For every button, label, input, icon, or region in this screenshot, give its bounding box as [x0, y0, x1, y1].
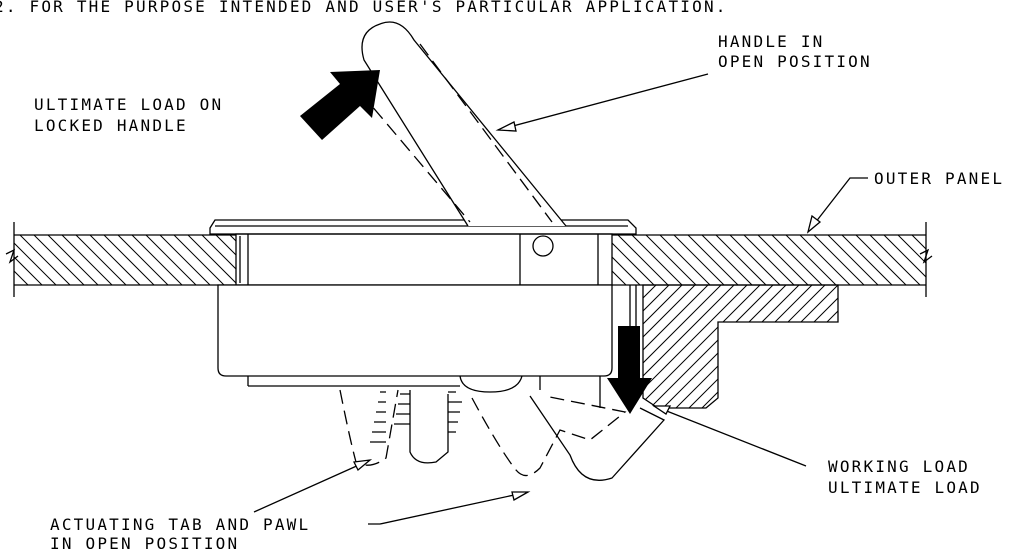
label-outer-panel: OUTER PANEL [874, 169, 1004, 188]
label-locked-handle: LOCKED HANDLE [34, 116, 188, 135]
label-ultimate-load: ULTIMATE LOAD [828, 478, 982, 497]
actuating-tab-and-pawl [339, 389, 666, 481]
ultimate-load-arrow-icon [300, 70, 380, 140]
working-load-arrow-icon [607, 326, 652, 414]
label-ultimate-load-on: ULTIMATE LOAD ON [34, 95, 223, 114]
leader-lines [253, 73, 868, 525]
label-handle-in: HANDLE IN [718, 32, 825, 51]
latch-housing [209, 219, 637, 408]
label-working-load: WORKING LOAD [828, 457, 970, 476]
pivot-pin [532, 235, 554, 257]
handle-open-position [359, 21, 567, 227]
top-note-text: 2. FOR THE PURPOSE INTENDED AND USER'S P… [0, 0, 728, 16]
label-in-open-position: IN OPEN POSITION [50, 534, 239, 550]
label-open-position: OPEN POSITION [718, 52, 872, 71]
outer-panel-left [5, 222, 236, 297]
label-actuating-tab-and-pawl: ACTUATING TAB AND PAWL [50, 515, 310, 534]
